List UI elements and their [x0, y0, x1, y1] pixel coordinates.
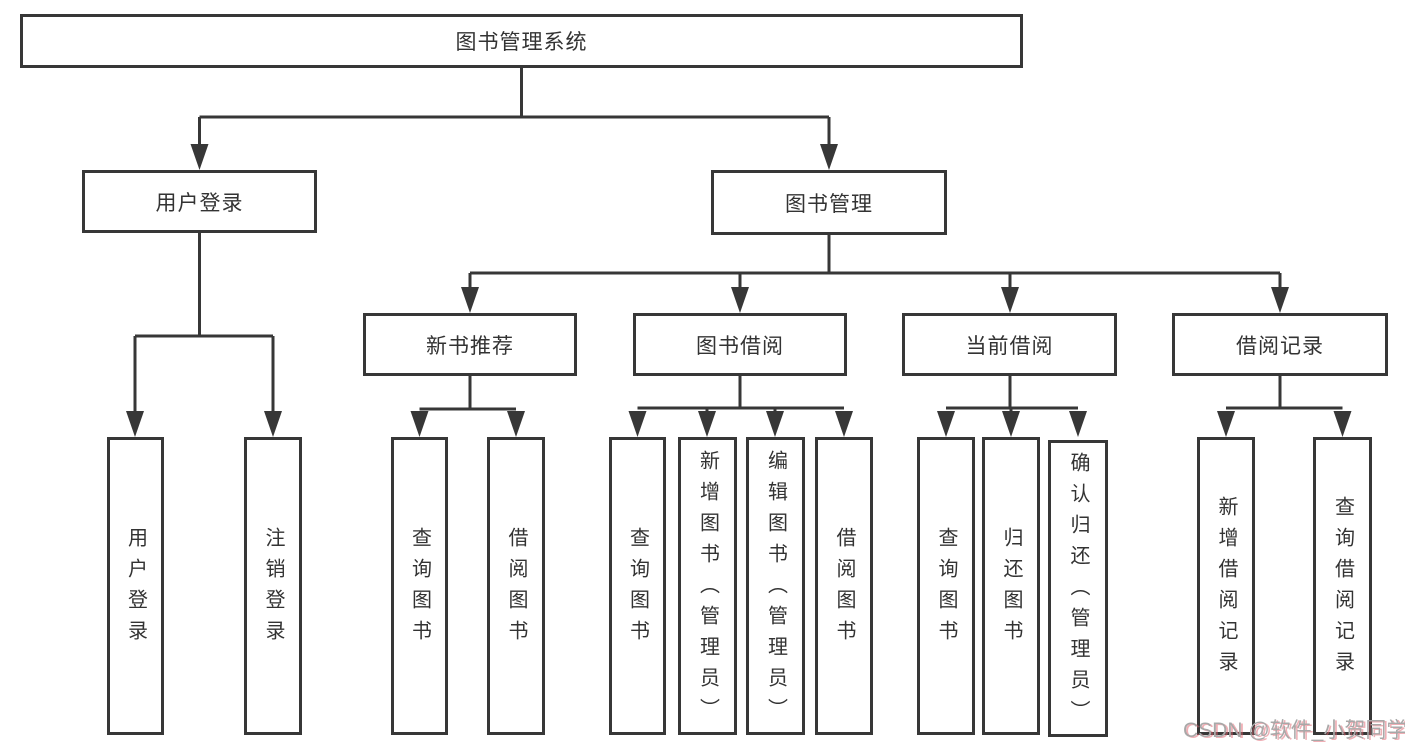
node-book-management: 图书管理: [711, 170, 947, 235]
leaf-user-login: 用户登录: [107, 437, 164, 735]
leaf-confirm-return-admin: 确认归还（管理员）: [1048, 440, 1108, 737]
leaf-query-books-1: 查询图书: [391, 437, 448, 735]
node-borrow-record: 借阅记录: [1172, 313, 1388, 376]
leaf-edit-books-admin: 编辑图书（管理员）: [746, 437, 805, 735]
node-user-login: 用户登录: [82, 170, 317, 233]
leaf-query-books-2: 查询图书: [609, 437, 666, 735]
leaf-logout: 注销登录: [244, 437, 302, 735]
leaf-borrow-books-2: 借阅图书: [815, 437, 873, 735]
node-book-borrow: 图书借阅: [633, 313, 847, 376]
connector-path: [133, 68, 1343, 414]
node-new-book-recommend: 新书推荐: [363, 313, 577, 376]
node-current-borrow: 当前借阅: [902, 313, 1117, 376]
csdn-watermark: CSDN @软件_小贺同学: [1183, 719, 1405, 742]
leaf-add-books-admin: 新增图书（管理员）: [678, 437, 737, 735]
arrowheads: [126, 144, 1352, 437]
leaf-query-borrow-record: 查询借阅记录: [1313, 437, 1372, 735]
leaf-query-books-3: 查询图书: [917, 437, 975, 735]
leaf-borrow-books-1: 借阅图书: [487, 437, 545, 735]
leaf-return-books: 归还图书: [982, 437, 1040, 735]
node-root: 图书管理系统: [20, 14, 1023, 68]
leaf-add-borrow-record: 新增借阅记录: [1197, 437, 1255, 735]
